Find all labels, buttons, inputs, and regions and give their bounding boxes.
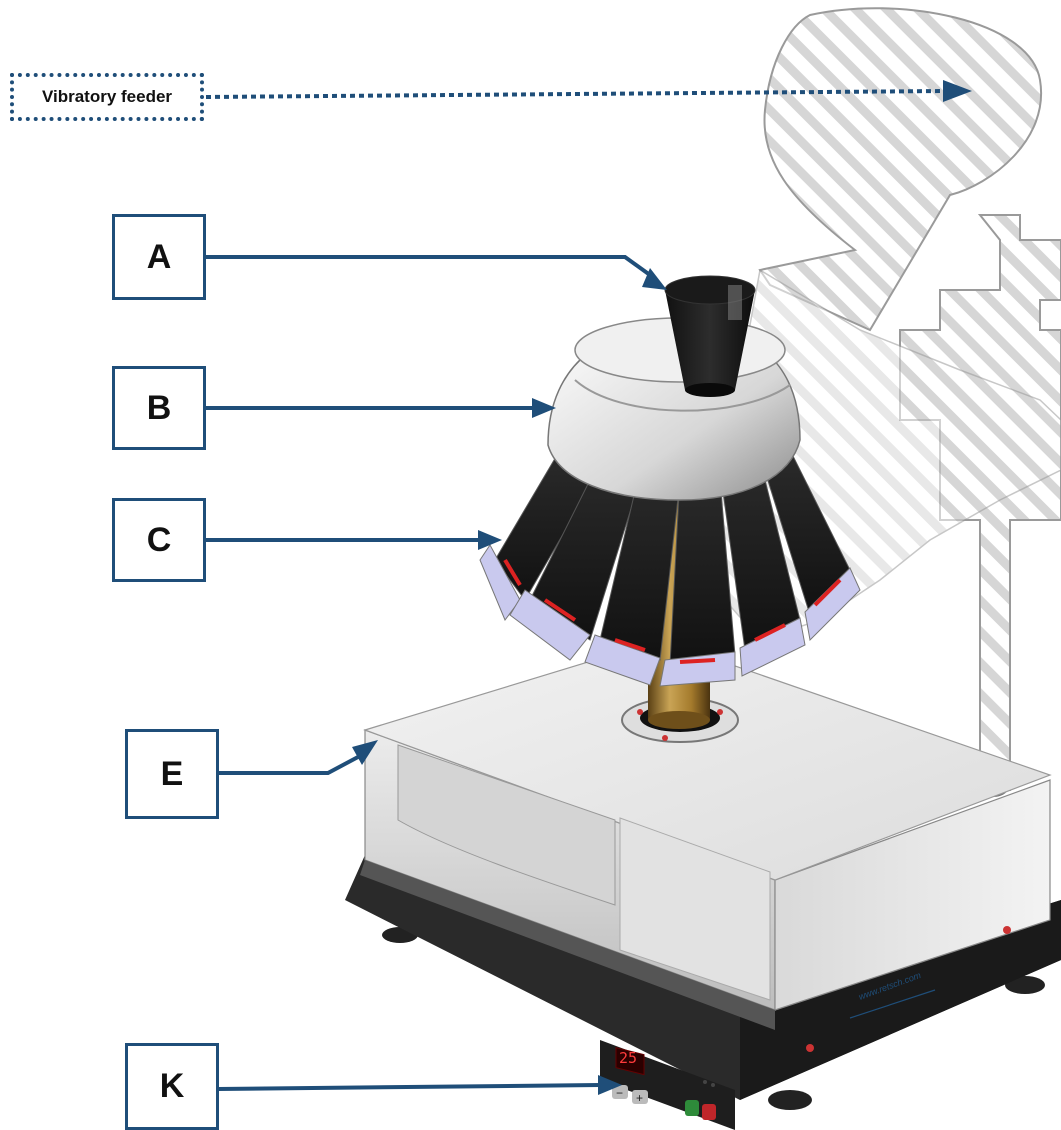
callout-k-box: K bbox=[125, 1043, 219, 1130]
minus-button[interactable] bbox=[612, 1085, 628, 1099]
callout-a: A bbox=[112, 214, 206, 300]
vibratory-feeder-text: Vibratory feeder bbox=[41, 87, 173, 106]
callout-e: E bbox=[125, 729, 219, 819]
vibratory-feeder-label: Vibratory feeder bbox=[10, 73, 204, 121]
distributor-dome bbox=[547, 317, 801, 501]
callout-b: B bbox=[112, 366, 206, 450]
plus-button[interactable] bbox=[632, 1090, 648, 1104]
status-led bbox=[703, 1080, 707, 1084]
stop-button[interactable] bbox=[702, 1104, 716, 1120]
feed-funnel bbox=[664, 275, 756, 397]
start-button[interactable] bbox=[685, 1100, 699, 1116]
status-led bbox=[711, 1083, 715, 1087]
device-base: www.retsch.com bbox=[345, 639, 1061, 1110]
callout-a-text: A bbox=[146, 237, 172, 276]
callout-k-text: K bbox=[159, 1067, 185, 1105]
plus-symbol: + bbox=[636, 1091, 643, 1105]
callout-arrows bbox=[205, 80, 972, 1095]
callout-c-text: C bbox=[146, 520, 172, 559]
minus-symbol: − bbox=[616, 1086, 623, 1100]
callout-c: C bbox=[112, 498, 206, 582]
control-panel: 25 − + bbox=[600, 1040, 735, 1130]
callout-e-text: E bbox=[160, 754, 184, 793]
sample-containers bbox=[479, 449, 861, 687]
time-display: 25 bbox=[619, 1049, 637, 1067]
callout-b-text: B bbox=[146, 388, 172, 427]
